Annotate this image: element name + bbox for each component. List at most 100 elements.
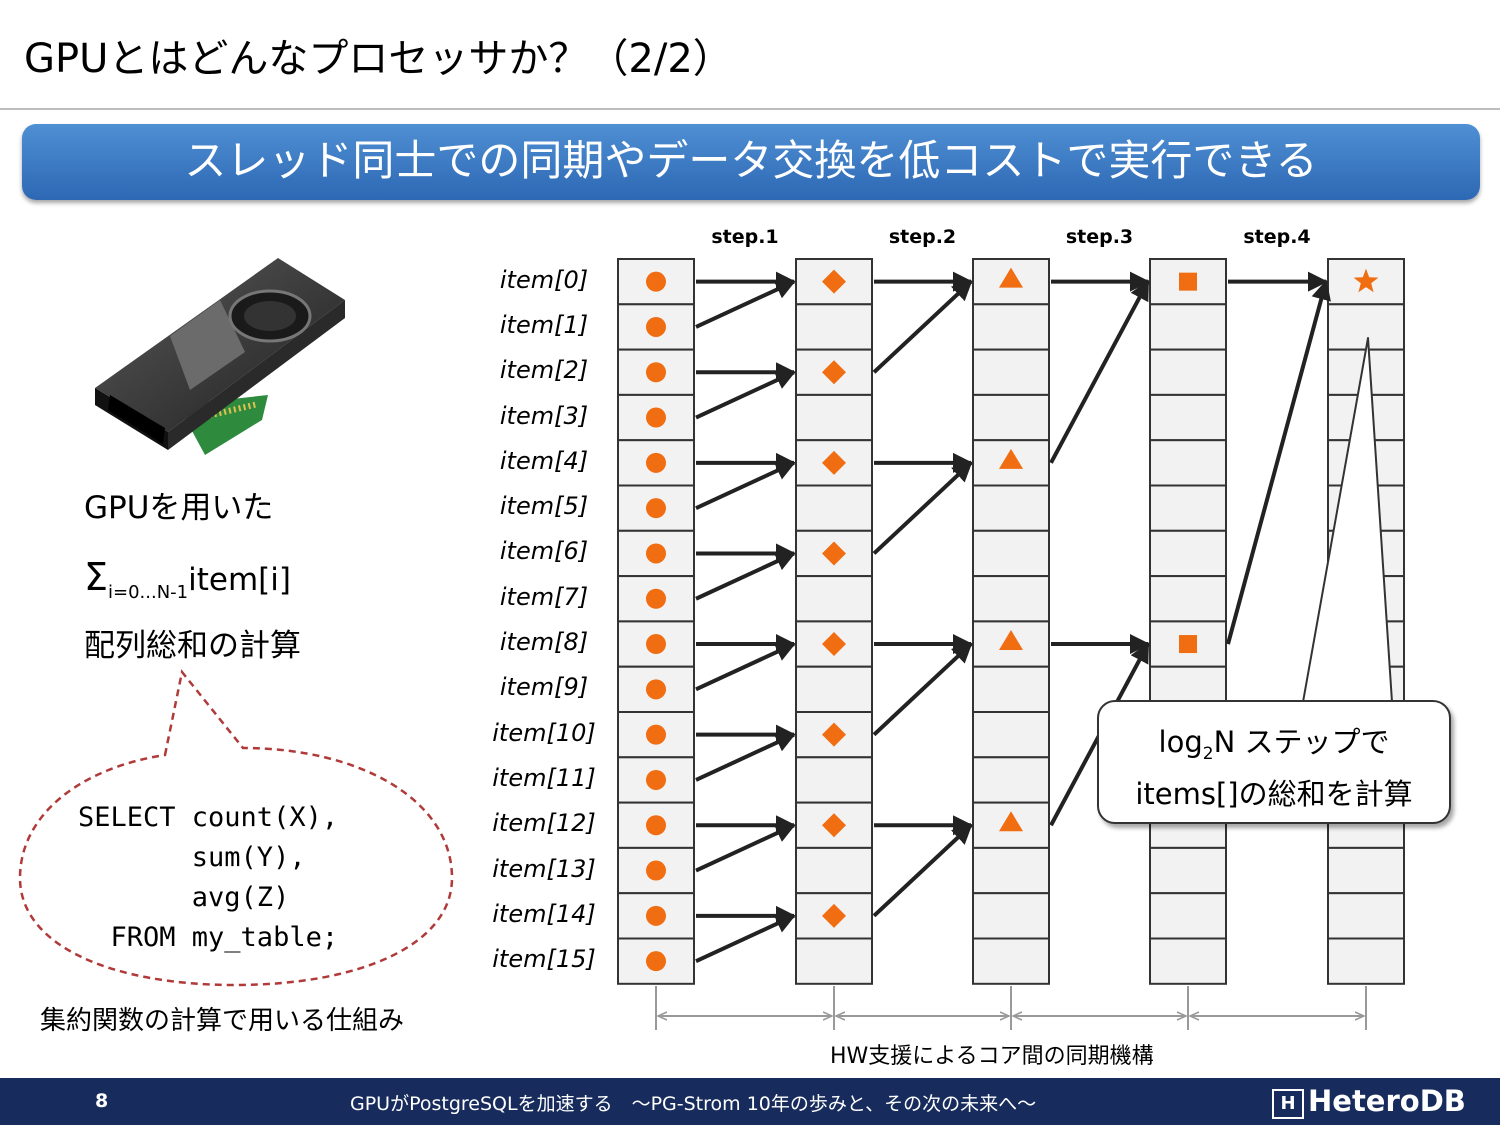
item-label: item[5] <box>499 492 589 521</box>
array-cell <box>972 575 1050 623</box>
reduction-arrow <box>872 461 973 555</box>
array-cell <box>795 484 873 532</box>
array-cell <box>1149 439 1227 487</box>
step-label: step.3 <box>1065 226 1134 248</box>
item-label: item[10] <box>492 718 596 747</box>
array-cell <box>972 937 1050 985</box>
array-cell <box>1327 620 1405 668</box>
diamond-marker <box>822 450 846 475</box>
array-cell <box>1149 484 1227 532</box>
array-cell <box>1327 892 1405 940</box>
array-cell <box>972 303 1050 351</box>
array-cell <box>1149 846 1227 895</box>
circle-marker <box>646 724 666 745</box>
square-marker <box>1179 635 1197 654</box>
item-label: item[14] <box>492 899 596 928</box>
hw-sync-label: HW支援によるコア間の同期機構 <box>830 1044 1154 1069</box>
item-label: item[15] <box>492 945 596 974</box>
array-cell <box>795 393 873 442</box>
array-cell <box>1149 892 1227 940</box>
triangle-marker <box>999 811 1023 832</box>
circle-marker <box>646 679 666 700</box>
array-cell <box>795 756 873 804</box>
circle-marker <box>646 316 666 337</box>
footer-bar: 8 GPUがPostgreSQLを加速する ～PG-Strom 10年の歩みと、… <box>0 1078 1500 1125</box>
array-cell <box>1149 348 1227 396</box>
square-marker <box>1179 272 1197 291</box>
item-label: item[9] <box>499 673 589 702</box>
array-cell <box>1149 575 1227 623</box>
circle-marker <box>646 634 666 655</box>
array-cell <box>972 348 1050 396</box>
diamond-marker <box>822 269 846 294</box>
triangle-marker <box>999 448 1023 469</box>
array-cell <box>972 393 1050 442</box>
mechanism-caption: 集約関数の計算で用いる仕組み <box>40 1006 405 1036</box>
headline-banner: スレッド同士での同期やデータ交換を低コストで実行できる <box>22 124 1480 200</box>
array-cell <box>1149 303 1227 351</box>
circle-marker <box>646 543 666 564</box>
step-label: step.1 <box>711 226 779 248</box>
item-label: item[11] <box>492 763 596 792</box>
brand-name: HeteroDB <box>1308 1084 1466 1118</box>
array-cell <box>1327 393 1405 442</box>
item-label: item[0] <box>499 265 589 294</box>
item-label: item[1] <box>499 310 589 339</box>
callout-sum-text: items[]の総和を計算 <box>1135 776 1413 811</box>
diamond-marker <box>822 722 846 747</box>
sigma-subscript: i=0...N-1 <box>108 582 189 603</box>
circle-marker <box>646 362 666 383</box>
triangle-marker <box>999 630 1023 651</box>
reduction-arrow <box>1226 279 1331 645</box>
array-cell <box>795 937 873 985</box>
array-cell <box>1327 937 1405 985</box>
array-cell <box>795 575 873 623</box>
array-cell <box>972 846 1050 895</box>
sql-line: avg(Z) <box>78 882 290 913</box>
log-steps-callout: log2N ステップで items[]の総和を計算 <box>1097 700 1451 824</box>
array-cell <box>972 892 1050 940</box>
sql-line: FROM my_table; <box>78 922 339 953</box>
array-cell <box>1327 303 1405 351</box>
callout-steps-text: N ステップで <box>1213 725 1390 759</box>
callout-log: log <box>1158 725 1203 759</box>
item-label: item[4] <box>499 446 589 475</box>
diamond-marker <box>822 541 846 566</box>
step-label: step.2 <box>888 226 957 248</box>
step-label: step.4 <box>1243 226 1311 248</box>
reduction-arrow <box>695 461 796 510</box>
reduction-arrow <box>695 551 796 601</box>
circle-marker <box>646 769 666 790</box>
array-cell <box>1149 937 1227 985</box>
gpu-caption: GPUを用いた <box>84 490 274 526</box>
diamond-marker <box>822 360 846 385</box>
array-cell <box>1327 575 1405 623</box>
reduction-arrow <box>695 642 796 692</box>
item-label: item[8] <box>499 628 589 657</box>
reduction-arrow <box>1049 279 1150 464</box>
item-label: item[3] <box>499 401 589 430</box>
array-cell <box>972 484 1050 532</box>
circle-marker <box>646 905 666 926</box>
item-label: item[7] <box>499 582 589 611</box>
array-cell <box>617 620 695 668</box>
reduction-arrow <box>872 823 973 918</box>
array-cell <box>617 258 695 306</box>
diamond-marker <box>822 632 846 657</box>
reduction-arrow <box>695 279 796 329</box>
title-divider <box>0 108 1500 110</box>
star-marker <box>1353 268 1379 293</box>
array-cell <box>1327 348 1405 396</box>
reduction-arrow <box>695 732 796 782</box>
diamond-marker <box>822 903 846 928</box>
array-cell <box>795 846 873 895</box>
page-number: 8 <box>95 1090 109 1112</box>
sql-line: SELECT count(X), <box>78 802 339 833</box>
heterodb-logo-icon: H <box>1272 1089 1304 1119</box>
array-cell <box>795 258 873 306</box>
circle-marker <box>646 860 666 881</box>
array-cell <box>972 665 1050 714</box>
slide-title: GPUとはどんなプロセッサか？（2/2） <box>24 36 733 82</box>
